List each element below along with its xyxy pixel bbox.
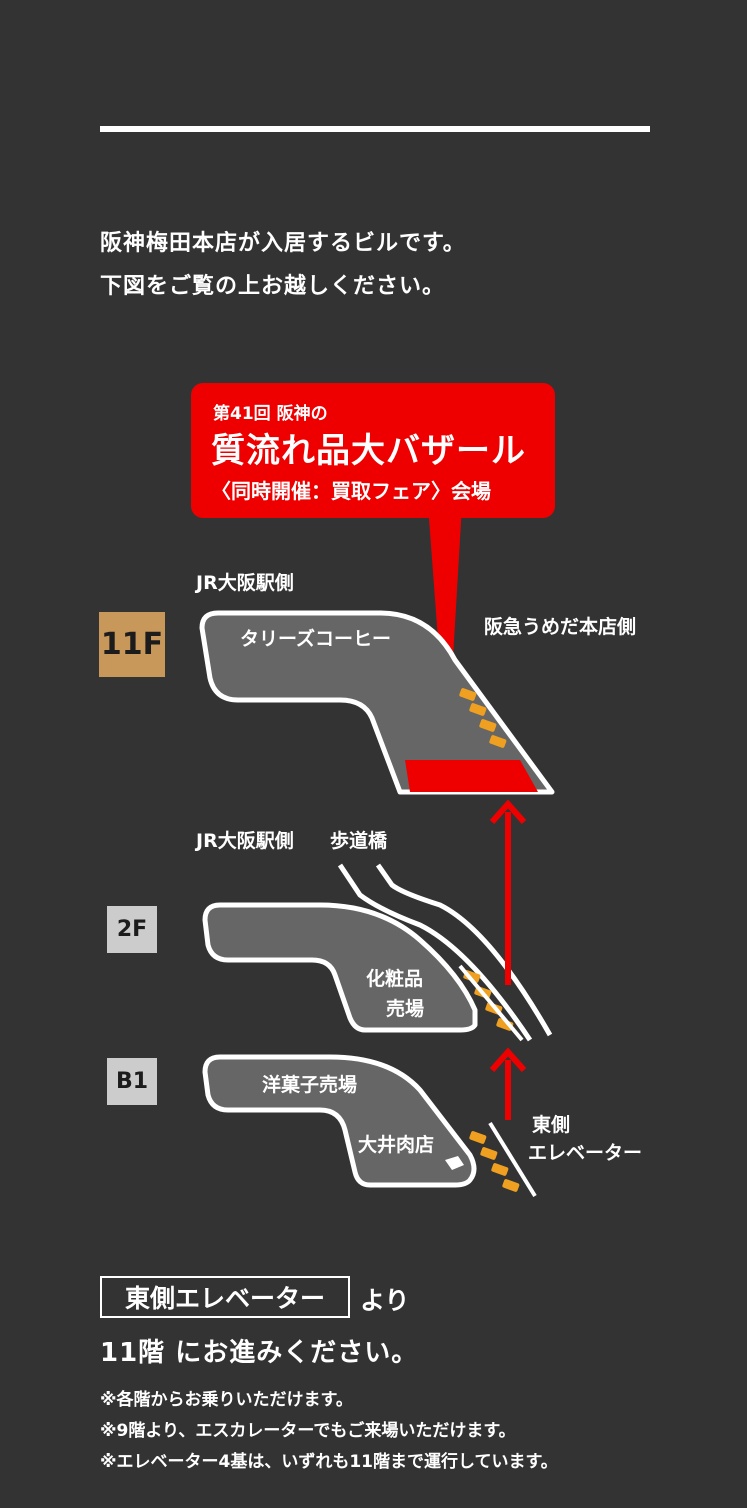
elevator-markers-b1 — [469, 1131, 520, 1192]
note-1: ※各階からお乗りいただけます。 — [100, 1390, 353, 1410]
top-divider — [100, 126, 650, 132]
elevator-name-box: 東側エレベーター — [100, 1276, 350, 1318]
note-2: ※9階より、エスカレーターでもご来場いただけます。 — [100, 1421, 516, 1441]
elevator-wall-2f — [458, 964, 524, 1042]
label-elevator-2: エレベーター — [528, 1142, 643, 1164]
floor-b1-shape — [202, 1054, 477, 1188]
intro-line-1: 阪神梅田本店が入居するビルです。 — [100, 231, 466, 256]
elevator-wall-b1 — [488, 1121, 537, 1198]
label-11f-hankyu: 阪急うめだ本店側 — [484, 616, 637, 638]
label-11f-shop: タリーズコーヒー — [240, 628, 392, 650]
label-2f-bridge: 歩道橋 — [330, 830, 388, 852]
floor-2f-shape — [202, 902, 478, 1033]
label-11f-jr: JR大阪駅側 — [196, 572, 294, 594]
label-elevator-1: 東側 — [532, 1114, 571, 1136]
arrow-b1-to-2f — [489, 1047, 527, 1120]
label-2f-shop-2: 売場 — [386, 998, 425, 1020]
b1-small-marker — [445, 1156, 464, 1170]
yori-text: より — [360, 1286, 410, 1315]
event-subtitle: 〈同時開催：買取フェア〉会場 — [211, 479, 491, 503]
floor-badge-11f: 11F — [99, 612, 165, 677]
callout-pointer — [428, 505, 462, 760]
label-2f-shop-1: 化粧品 — [366, 968, 424, 990]
proceed-instruction: 11階 にお進みください。 — [100, 1338, 419, 1368]
event-callout: 第41回 阪神の 質流れ品大バザール 〈同時開催：買取フェア〉会場 — [191, 383, 555, 518]
floor-badge-b1: B1 — [107, 1058, 157, 1105]
floor-11f-shape — [199, 610, 555, 795]
event-title: 質流れ品大バザール — [211, 431, 526, 471]
elevator-markers-11f — [459, 688, 507, 748]
intro-line-2: 下図をご覧の上お越しください。 — [100, 274, 446, 299]
venue-area — [405, 760, 538, 792]
floor-badge-2f: 2F — [107, 906, 157, 953]
note-3: ※エレベーター4基は、いずれも11階まで運行しています。 — [100, 1452, 558, 1472]
label-2f-jr: JR大阪駅側 — [196, 830, 294, 852]
label-b1-shop-1: 洋菓子売場 — [262, 1074, 358, 1096]
event-edition: 第41回 阪神の — [213, 404, 328, 424]
bridge-line-1 — [337, 863, 533, 1042]
label-b1-shop-2: 大井肉店 — [358, 1134, 435, 1156]
bridge-line-2 — [375, 863, 553, 1037]
arrow-2f-to-11f — [489, 799, 527, 985]
